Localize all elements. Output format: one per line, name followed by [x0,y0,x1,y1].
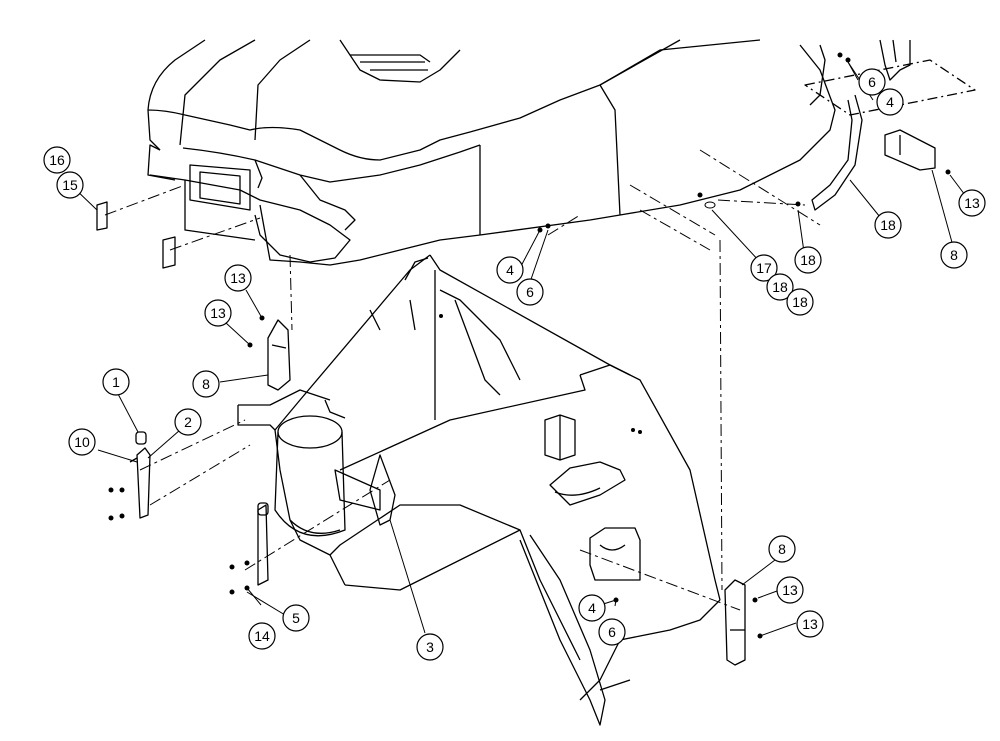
callout-circle [766,273,794,301]
callout-1: 1 [102,368,130,396]
callout-circle [282,604,310,632]
callout-circle [102,368,130,396]
hardware-fasteners [108,52,951,639]
callout-circle [858,68,886,96]
callout-label: 1 [112,374,120,390]
callout-label: 13 [782,582,798,598]
washer-17 [704,201,716,209]
callout-13: 13 [796,610,824,638]
vehicle-hood [147,39,836,266]
leader-lines [71,61,966,637]
callout-13: 13 [958,189,986,217]
callout-label: 10 [74,434,90,450]
callout-14: 14 [248,622,276,650]
lower-latch [724,579,746,666]
callout-3: 3 [416,633,444,661]
callout-label: 5 [292,610,300,626]
callout-label: 4 [506,262,514,278]
callout-circle [876,88,904,116]
callout-10: 10 [68,428,96,456]
callout-circle [940,241,968,269]
callout-label: 13 [802,616,818,632]
callout-circle [776,576,804,604]
main-housing [274,254,721,726]
callout-2: 2 [174,408,202,436]
callout-circle [768,535,796,563]
callout-circle [224,264,252,292]
callout-circle [192,370,220,398]
housing-brackets [544,414,641,581]
callout-label: 13 [230,270,246,286]
left-bracket [129,431,269,586]
callout-label: 2 [184,414,192,430]
callout-label: 14 [254,628,270,644]
callout-circle [750,254,778,282]
callout-label: 6 [608,624,616,640]
callout-16: 16 [43,146,71,174]
callout-circle [578,594,606,622]
cab-panel [804,39,976,116]
marker-lamp-16 [162,236,176,269]
callout-13: 13 [224,264,252,292]
funnel-cylinder [237,389,346,537]
callout-label: 13 [964,195,980,211]
callout-label: 8 [202,376,210,392]
callout-label: 15 [62,177,78,193]
callout-label: 17 [756,260,772,276]
callout-circle [174,408,202,436]
callout-4: 4 [876,88,904,116]
callout-circle [43,146,71,174]
callout-8: 8 [768,535,796,563]
callout-label: 4 [886,94,894,110]
callout-circle [794,246,822,274]
callout-circle [796,610,824,638]
callout-6: 6 [516,278,544,306]
callout-label: 8 [950,247,958,263]
callout-circle [958,189,986,217]
callout-18: 18 [874,211,902,239]
callout-circle [56,171,84,199]
upper-right-latch [884,129,936,171]
callout-17: 17 [750,254,778,282]
callout-label: 3 [426,639,434,655]
callout-circle [496,256,524,284]
callout-5: 5 [282,604,310,632]
callout-label: 6 [868,74,876,90]
callout-label: 18 [800,252,816,268]
callout-circle [598,618,626,646]
callout-15: 15 [56,171,84,199]
callout-label: 13 [210,305,226,321]
callout-13: 13 [776,576,804,604]
callout-label: 16 [49,152,65,168]
callout-4: 4 [496,256,524,284]
callout-circle [416,633,444,661]
callout-circle [786,288,814,316]
callout-circle [204,299,232,327]
callout-8: 8 [192,370,220,398]
callout-8: 8 [940,241,968,269]
callout-label: 4 [588,600,596,616]
callout-label: 18 [792,294,808,310]
callout-4: 4 [578,594,606,622]
callout-18: 18 [794,246,822,274]
callout-13: 13 [204,299,232,327]
callout-6: 6 [598,618,626,646]
callout-circle [68,428,96,456]
strap [811,94,863,211]
callout-label: 8 [778,541,786,557]
callout-label: 18 [772,279,788,295]
upper-latch [267,319,291,391]
callout-circle [248,622,276,650]
callout-label: 6 [526,284,534,300]
callout-circle [516,278,544,306]
callout-label: 18 [880,217,896,233]
assembly-lines [104,149,821,611]
callout-18: 18 [786,288,814,316]
callout-18: 18 [766,273,794,301]
callout-circle [874,211,902,239]
callout-6: 6 [858,68,886,96]
marker-lamp-15 [96,201,108,231]
